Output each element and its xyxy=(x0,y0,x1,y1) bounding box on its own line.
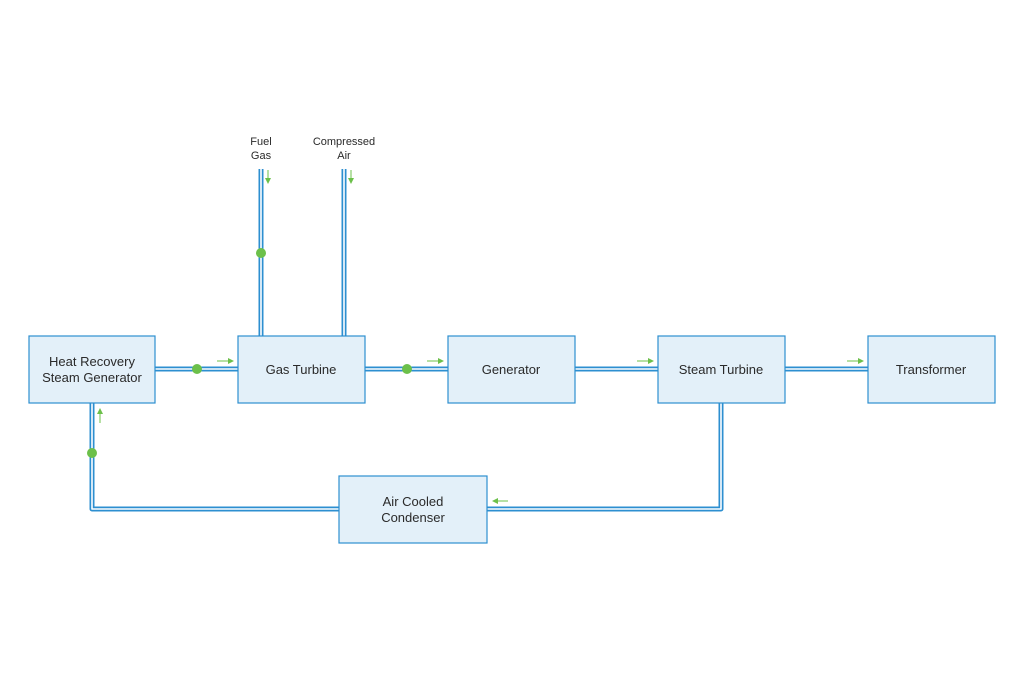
generator-box: Generator xyxy=(447,335,576,404)
steam-turbine-box: Steam Turbine xyxy=(657,335,786,404)
fuel-gas-label: Fuel Gas xyxy=(250,136,271,162)
generator-label: Generator xyxy=(482,362,541,377)
steam-turbine-to-condenser-pipe xyxy=(487,403,724,512)
condensate-return-valve-icon xyxy=(87,448,97,458)
fuel-gas-valve-icon xyxy=(256,248,266,258)
transformer-label: Transformer xyxy=(896,362,967,377)
hrsg-outlet-valve-icon xyxy=(192,364,202,374)
transformer-box: Transformer xyxy=(867,335,996,404)
compressed-air-label: Compressed Air xyxy=(313,136,375,162)
compressed-air-label-line1: Compressed xyxy=(313,136,375,148)
hrsg-box: Heat Recovery Steam Generator xyxy=(28,335,156,404)
compressed-air-label-line2: Air xyxy=(337,150,351,162)
pipes xyxy=(89,169,868,512)
gas-turbine-outlet-valve-icon xyxy=(402,364,412,374)
condenser-label-line2: Condenser xyxy=(381,510,445,525)
gas-turbine-label: Gas Turbine xyxy=(266,362,337,377)
fuel-gas-label-line1: Fuel xyxy=(250,136,271,148)
fuel-gas-label-line2: Gas xyxy=(251,150,272,162)
steam-turbine-label: Steam Turbine xyxy=(679,362,764,377)
valves xyxy=(87,248,412,458)
hrsg-label-line2: Steam Generator xyxy=(42,370,142,385)
hrsg-label-line1: Heat Recovery xyxy=(49,354,135,369)
flow-arrows xyxy=(97,170,864,504)
condenser-label-line1: Air Cooled xyxy=(383,494,444,509)
condenser-box: Air Cooled Condenser xyxy=(338,475,488,544)
gas-turbine-box: Gas Turbine xyxy=(237,335,366,404)
condenser-to-hrsg-pipe xyxy=(89,403,339,512)
